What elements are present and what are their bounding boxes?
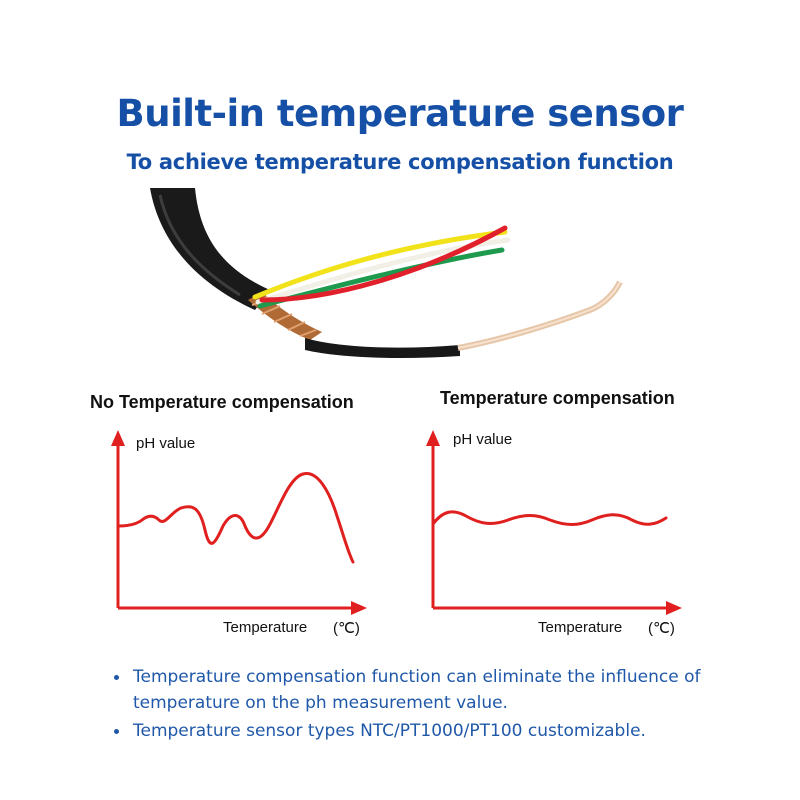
y-axis-arrow (111, 430, 125, 446)
cable-illustration (150, 188, 623, 358)
ph-curve-fluctuating (116, 472, 355, 564)
x-axis-arrow (666, 601, 682, 615)
page-title: Built-in temperature sensor (116, 92, 684, 135)
ph-curve-stable (431, 510, 668, 526)
x-axis-label: Temperature (223, 619, 307, 636)
feature-item: Temperature compensation function can el… (112, 664, 752, 716)
x-axis-unit: (℃) (648, 620, 675, 637)
left-panel-title: No Temperature compensation (90, 392, 354, 412)
x-axis-arrow (351, 601, 367, 615)
right-panel-title: Temperature compensation (440, 388, 675, 408)
y-axis-arrow (426, 430, 440, 446)
y-axis-label: pH value (136, 435, 195, 452)
feature-item: Temperature sensor types NTC/PT1000/PT10… (112, 718, 752, 744)
chart-no-compensation: pH value Temperature (℃) (111, 430, 367, 637)
y-axis-label: pH value (453, 431, 512, 448)
x-axis-unit: (℃) (333, 620, 360, 637)
page-subtitle: To achieve temperature compensation func… (126, 150, 674, 174)
chart-with-compensation: pH value Temperature (℃) (426, 430, 682, 637)
x-axis-label: Temperature (538, 619, 622, 636)
feature-list: Temperature compensation function can el… (112, 664, 752, 746)
